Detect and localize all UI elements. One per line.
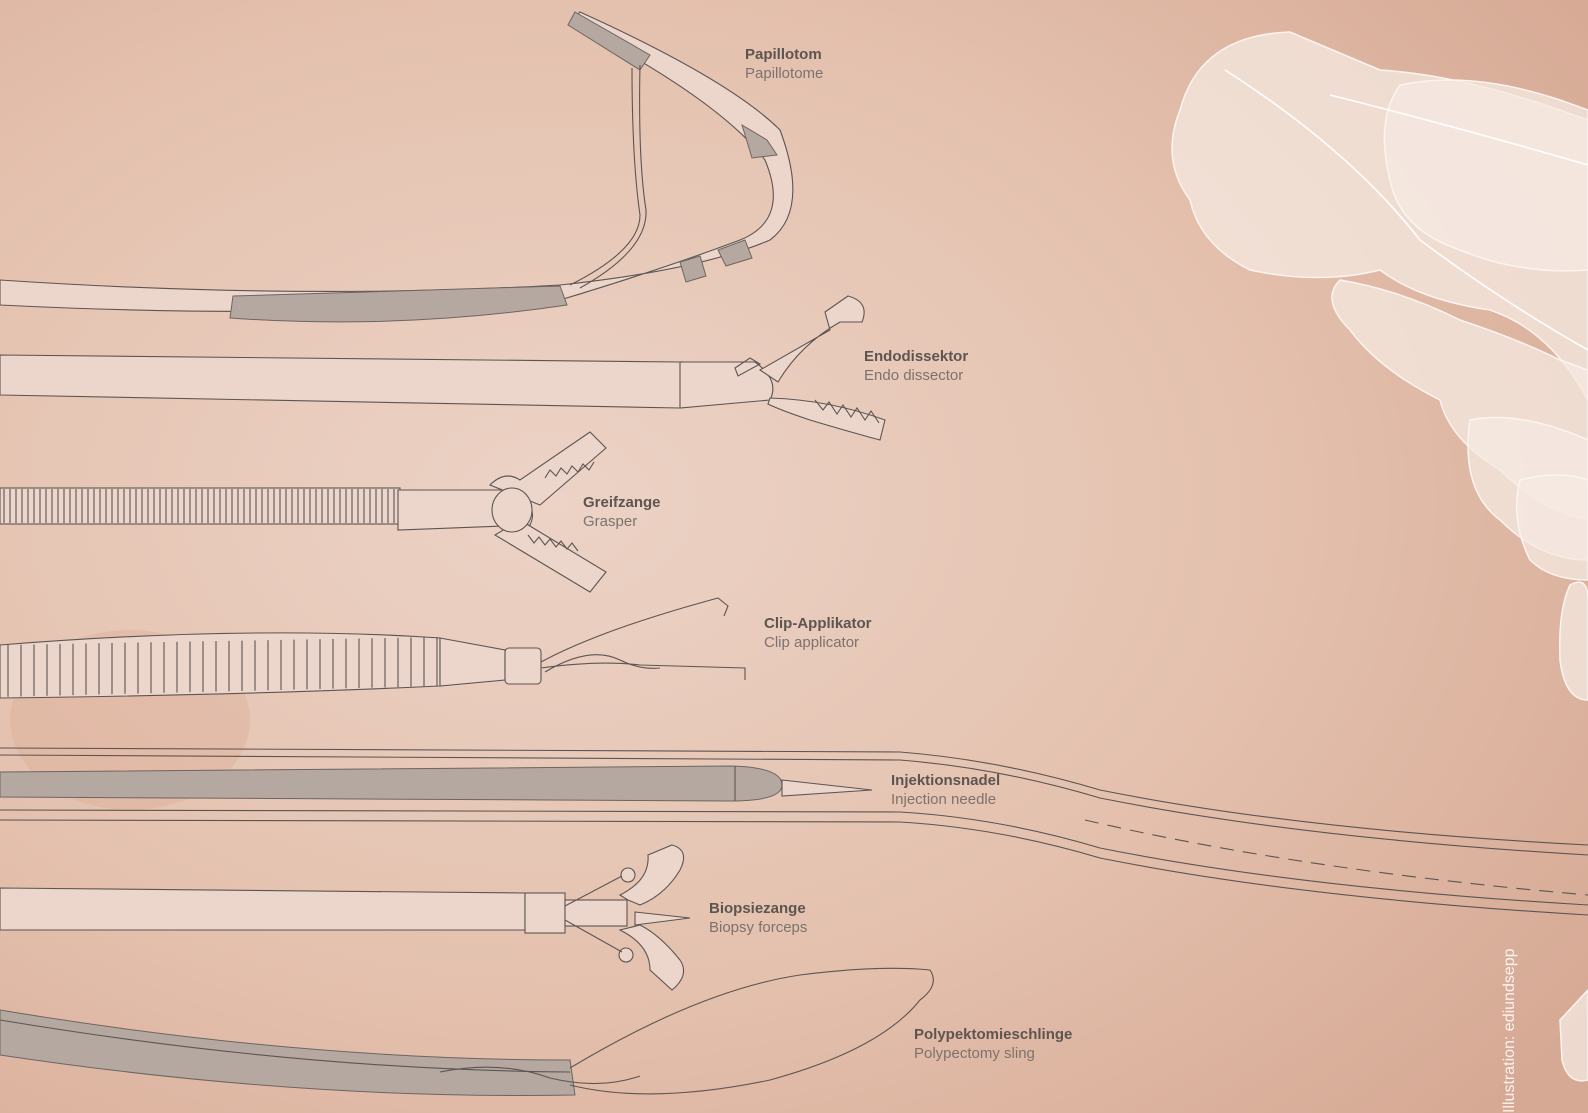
label-polypectomy-sling-de: Polypektomieschlinge — [914, 1025, 1072, 1044]
label-biopsy-forceps-de: Biopsiezange — [709, 899, 807, 918]
label-endo-dissector: Endodissektor Endo dissector — [864, 347, 968, 385]
label-biopsy-forceps-en: Biopsy forceps — [709, 918, 807, 937]
label-injection-needle: Injektionsnadel Injection needle — [891, 771, 1000, 809]
label-grasper-de: Greifzange — [583, 493, 661, 512]
label-clip-applicator-en: Clip applicator — [764, 633, 872, 652]
label-biopsy-forceps: Biopsiezange Biopsy forceps — [709, 899, 807, 937]
label-injection-needle-en: Injection needle — [891, 790, 1000, 809]
label-papillotome: Papillotom Papillotome — [745, 45, 823, 83]
illustration-credit: Illustration: ediundsepp — [1500, 948, 1520, 1113]
label-clip-applicator-de: Clip-Applikator — [764, 614, 872, 633]
label-endo-dissector-en: Endo dissector — [864, 366, 968, 385]
label-papillotome-de: Papillotom — [745, 45, 823, 64]
label-clip-applicator: Clip-Applikator Clip applicator — [764, 614, 872, 652]
label-grasper: Greifzange Grasper — [583, 493, 661, 531]
label-polypectomy-sling-en: Polypectomy sling — [914, 1044, 1072, 1063]
label-endo-dissector-de: Endodissektor — [864, 347, 968, 366]
label-injection-needle-de: Injektionsnadel — [891, 771, 1000, 790]
label-papillotome-en: Papillotome — [745, 64, 823, 83]
label-polypectomy-sling: Polypektomieschlinge Polypectomy sling — [914, 1025, 1072, 1063]
label-grasper-en: Grasper — [583, 512, 661, 531]
